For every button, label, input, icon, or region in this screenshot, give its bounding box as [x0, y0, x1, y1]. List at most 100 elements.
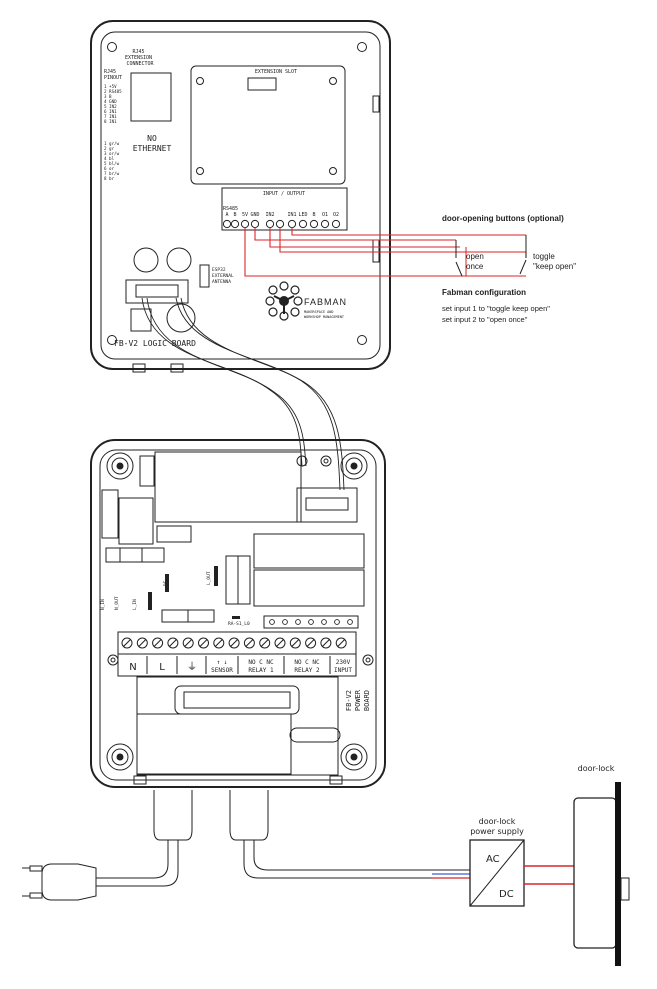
terminal-screw [320, 637, 332, 649]
input-230v-label: 230V [336, 659, 351, 666]
io-pin [287, 219, 297, 229]
io-pin-label: IN2 [265, 212, 274, 218]
terminal-screw [228, 637, 240, 649]
logic-board-name: FB-V2 LOGIC BOARD [114, 339, 196, 348]
terminal-screw [182, 637, 194, 649]
terminal-screws [121, 637, 347, 649]
header-pin [282, 619, 288, 625]
terminal-screw [305, 637, 317, 649]
terminal-screw [167, 637, 179, 649]
mains-cable [96, 790, 432, 887]
io-pin-label: B [233, 212, 236, 218]
terminal-screw [136, 637, 148, 649]
io-pin [222, 219, 232, 229]
toggle-keep-open-label: toggle"keep open" [533, 252, 576, 271]
rs485-label: RS485 [223, 206, 238, 212]
io-pin [309, 219, 319, 229]
antenna-connector [199, 264, 210, 288]
rj45-connector [130, 72, 172, 122]
board-link-connector [125, 279, 189, 304]
io-pin [320, 219, 330, 229]
relay2-pins: NO C NC [294, 659, 320, 666]
capacitor [133, 247, 159, 273]
buttons-title: door-opening buttons (optional) [442, 214, 564, 223]
io-pin [331, 219, 341, 229]
header-pin [334, 619, 340, 625]
fuse [187, 609, 215, 623]
fabman-logo-subtitle-2: WORKSHOP MANAGEMENT [304, 315, 345, 319]
silk-label-n-out: N_OUT [114, 596, 120, 610]
terminal-screw [152, 637, 164, 649]
config-line-2: set input 2 to "open once" [442, 315, 528, 324]
mounting-hole [357, 42, 367, 52]
terminal-screw [121, 637, 133, 649]
mounting-hole [357, 335, 367, 345]
relay1-pins: NO C NC [248, 659, 274, 666]
terminal-label-n: N [129, 662, 136, 673]
terminal-screw [289, 637, 301, 649]
terminal-screw [274, 637, 286, 649]
fabman-logo-text: FABMAN [304, 297, 347, 307]
io-pin [230, 219, 240, 229]
button-wiring [244, 227, 527, 277]
io-header [221, 187, 348, 231]
io-pin [265, 219, 275, 229]
power-board-name: FB-V2 [345, 690, 353, 711]
terminal-screw [213, 637, 225, 649]
header-pin [269, 619, 275, 625]
header-pin [321, 619, 327, 625]
power-board [90, 439, 386, 788]
io-pin-label: O1 [322, 212, 328, 218]
mains-plug [22, 863, 97, 901]
fabman-logo-subtitle: MAKERSPACE AND [304, 310, 334, 314]
silk-label-n-in: N_IN [100, 599, 106, 610]
config-line-1: set input 1 to "toggle keep open" [442, 304, 550, 313]
terminal-label-earth: ⏚ [187, 661, 197, 673]
io-pin-label: 5V [242, 212, 248, 218]
relay-2 [253, 569, 365, 607]
logic-board [90, 20, 391, 373]
io-pin [240, 219, 250, 229]
mounting-hole [107, 335, 117, 345]
io-pin-label: B [312, 212, 315, 218]
board-link-connector [296, 487, 358, 523]
terminal-screw [259, 637, 271, 649]
terminal-screw [335, 637, 347, 649]
door-lock: door-lock [573, 764, 630, 966]
io-title-label: INPUT / OUTPUT [263, 191, 305, 197]
rj45-connector-label: RJ45 EXTENSION CONNECTOR [125, 49, 155, 67]
transformer [154, 451, 302, 523]
corner-screw [106, 743, 134, 771]
terminal-label-l: L [159, 662, 165, 673]
sensor-arrows: ↑ ↓ [217, 659, 228, 666]
toggle-keep-open-button [519, 235, 527, 275]
dc-label: DC [499, 889, 514, 900]
power-board-name-2: POWER [354, 689, 362, 711]
corner-screw [106, 452, 134, 480]
corner-screw [340, 452, 368, 480]
silk-label-ra: RA-S1_L0 [228, 621, 250, 627]
cable-gland-housing [136, 713, 292, 775]
power-board-name-3: BOARD [363, 690, 371, 711]
ac-label: AC [486, 854, 500, 865]
io-pin [298, 219, 308, 229]
relay-1 [253, 533, 365, 569]
input-230v-label-2: INPUT [334, 667, 352, 674]
silk-label-l-in: L_IN [132, 599, 138, 610]
io-pin-label: A [225, 212, 228, 218]
fabman-logo: FABMAN MAKERSPACE AND WORKSHOP MANAGEMEN… [265, 281, 347, 321]
relay1-label: RELAY 1 [248, 667, 274, 674]
door-lock-title: door-lock [578, 764, 615, 773]
capacitor [166, 247, 192, 273]
sensor-label: SENSOR [211, 667, 233, 674]
header-pins [269, 619, 353, 625]
io-pin-label: O2 [333, 212, 339, 218]
header-pin [295, 619, 301, 625]
